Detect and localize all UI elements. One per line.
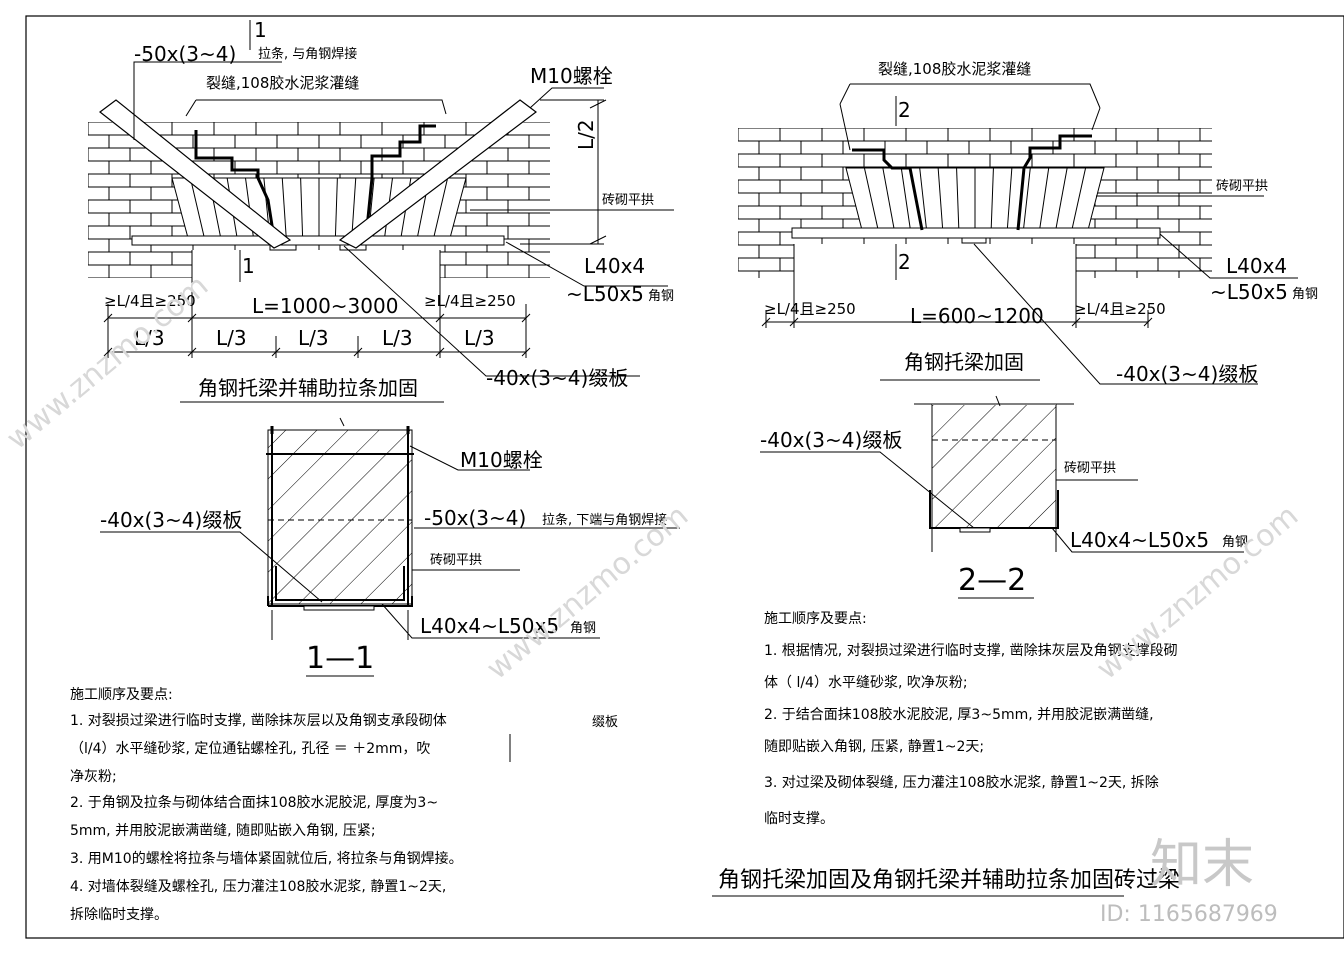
right-bearing-right: ≥L/4且≥250 bbox=[1074, 300, 1166, 318]
notes-left-line-2: （l/4）水平缝砂浆, 定位通钻螺栓孔, 孔径 ＝ ＋2mm，吹 bbox=[70, 741, 431, 757]
left-third-4: L/3 bbox=[382, 326, 413, 350]
right-section-mark-bottom: 2 bbox=[898, 250, 911, 274]
sheet-title: 角钢托梁加固及角钢托梁并辅助拉条加固砖过梁 bbox=[718, 868, 1181, 893]
sec1-batten-label: -40x(3~4)缀板 bbox=[100, 508, 243, 532]
sec1-arch-label: 砖砌平拱 bbox=[430, 553, 483, 568]
right-crack bbox=[852, 148, 924, 231]
left-angle-suffix: 角钢 bbox=[648, 289, 675, 304]
left-span-dim: L=1000~3000 bbox=[252, 294, 399, 318]
right-flat-arch bbox=[845, 167, 1105, 231]
left-dimensions bbox=[103, 290, 531, 358]
notes-left-line-5: 5mm, 并用胶泥嵌满凿缝, 随即贴嵌入角钢, 压紧; bbox=[70, 823, 376, 839]
left-angle-label-2: ~L50x5 bbox=[566, 282, 644, 306]
left-half-l-dim: L/2 bbox=[574, 119, 598, 150]
notes-right-heading: 施工顺序及要点: bbox=[764, 611, 867, 627]
left-angle-label-1: L40x4 bbox=[584, 254, 646, 278]
sec1-label: 1—1 bbox=[306, 641, 375, 676]
right-angle-label-2: ~L50x5 bbox=[1210, 280, 1288, 304]
left-angle-steel bbox=[131, 235, 505, 246]
sec1-strap-note: 拉条, 下端与角钢焊接 bbox=[542, 513, 668, 528]
sec2-batten-label: -40x(3~4)缀板 bbox=[760, 428, 903, 452]
left-arch-label: 砖砌平拱 bbox=[602, 193, 655, 208]
notes-left-line-7: 4. 对墙体裂缝及螺栓孔, 压力灌注108胶水泥浆, 静置1~2天, bbox=[70, 879, 447, 895]
right-angle-steel bbox=[791, 227, 1161, 239]
notes-right-line-2: 体（ l/4）水平缝砂浆, 吹净灰粉; bbox=[764, 675, 968, 691]
sec1-bolt-label: M10螺栓 bbox=[460, 448, 543, 472]
watermark-id: ID: 1165687969 bbox=[1100, 902, 1278, 927]
right-angle-suffix: 角钢 bbox=[1292, 287, 1319, 302]
notes-left-heading: 施工顺序及要点: bbox=[70, 687, 173, 703]
left-caption: 角钢托梁并辅助拉条加固 bbox=[198, 376, 418, 400]
left-crack-note: 裂缝,108胶水泥浆灌缝 bbox=[206, 74, 360, 92]
right-opening bbox=[794, 244, 1076, 280]
left-crack bbox=[194, 130, 276, 239]
left-strap-spec: -50x(3~4) bbox=[134, 42, 237, 66]
notes-right-line-3: 2. 于结合面抹108胶水泥胶泥, 厚3~5mm, 并用胶泥嵌满凿缝, bbox=[764, 707, 1154, 723]
right-dimensions bbox=[761, 280, 1153, 328]
right-crack-note: 裂缝,108胶水泥浆灌缝 bbox=[878, 60, 1032, 78]
sec1-angle-suffix: 角钢 bbox=[570, 621, 597, 636]
sheet-border bbox=[25, 15, 1344, 939]
left-third-5: L/3 bbox=[464, 326, 495, 350]
notes-right-line-4: 随即贴嵌入角钢, 压紧, 静置1~2天; bbox=[764, 739, 985, 755]
sec2-label: 2—2 bbox=[958, 563, 1027, 598]
left-bolt-label: M10螺栓 bbox=[530, 64, 613, 88]
left-bearing-right: ≥L/4且≥250 bbox=[424, 292, 516, 310]
notes-left-line-1: 1. 对裂损过梁进行临时支撑, 凿除抹灰层以及角钢支承段砌体 bbox=[70, 713, 447, 729]
right-angle-label-1: L40x4 bbox=[1226, 254, 1288, 278]
notes-left-line-6: 3. 用M10的螺栓将拉条与墙体紧固就位后, 将拉条与角钢焊接。 bbox=[70, 851, 463, 867]
sec1-angle-label: L40x4~L50x5 bbox=[420, 614, 560, 638]
notes-left-line-8: 拆除临时支撑。 bbox=[70, 907, 168, 923]
left-bearing-left: ≥L/4且≥250 bbox=[104, 292, 196, 310]
left-third-3: L/3 bbox=[298, 326, 329, 350]
left-batten-label: -40x(3~4)缀板 bbox=[486, 366, 629, 390]
right-section-mark-top: 2 bbox=[898, 98, 911, 122]
right-bearing-left: ≥L/4且≥250 bbox=[764, 300, 856, 318]
notes-left-stray: 缀板 bbox=[592, 715, 619, 730]
notes-right-line-5: 3. 对过梁及砌体裂缝, 压力灌注108胶水泥浆, 静置1~2天, 拆除 bbox=[764, 775, 1159, 791]
notes-right-line-1: 1. 根据情况, 对裂损过梁进行临时支撑, 凿除抹灰层及角钢支撑段砌 bbox=[764, 643, 1178, 659]
left-section-mark-top: 1 bbox=[254, 18, 267, 42]
left-third-2: L/3 bbox=[216, 326, 247, 350]
notes-right-line-6: 临时支撑。 bbox=[764, 811, 834, 827]
right-arch-label: 砖砌平拱 bbox=[1216, 179, 1269, 194]
right-caption: 角钢托梁加固 bbox=[904, 350, 1024, 374]
sec1-strap-spec: -50x(3~4) bbox=[424, 506, 527, 530]
left-third-1: L/3 bbox=[134, 326, 165, 350]
notes-left-line-4: 2. 于角钢及拉条与砌体结合面抹108胶水泥胶泥, 厚度为3~ bbox=[70, 795, 439, 811]
sec2-arch-label: 砖砌平拱 bbox=[1064, 461, 1117, 476]
right-span-dim: L=600~1200 bbox=[910, 304, 1044, 328]
left-opening bbox=[192, 250, 440, 290]
watermark-logo: 知末 bbox=[1150, 835, 1255, 895]
notes-left-line-3: 净灰粉; bbox=[70, 769, 117, 785]
section-2-2 bbox=[914, 395, 1074, 599]
left-strap-note: 拉条, 与角钢焊接 bbox=[258, 47, 358, 62]
sec2-angle-label: L40x4~L50x5 bbox=[1070, 528, 1210, 552]
right-batten-label: -40x(3~4)缀板 bbox=[1116, 362, 1259, 386]
section-1-1 bbox=[266, 417, 414, 677]
left-section-mark-bottom: 1 bbox=[242, 254, 255, 278]
sec2-angle-suffix: 角钢 bbox=[1222, 535, 1249, 550]
